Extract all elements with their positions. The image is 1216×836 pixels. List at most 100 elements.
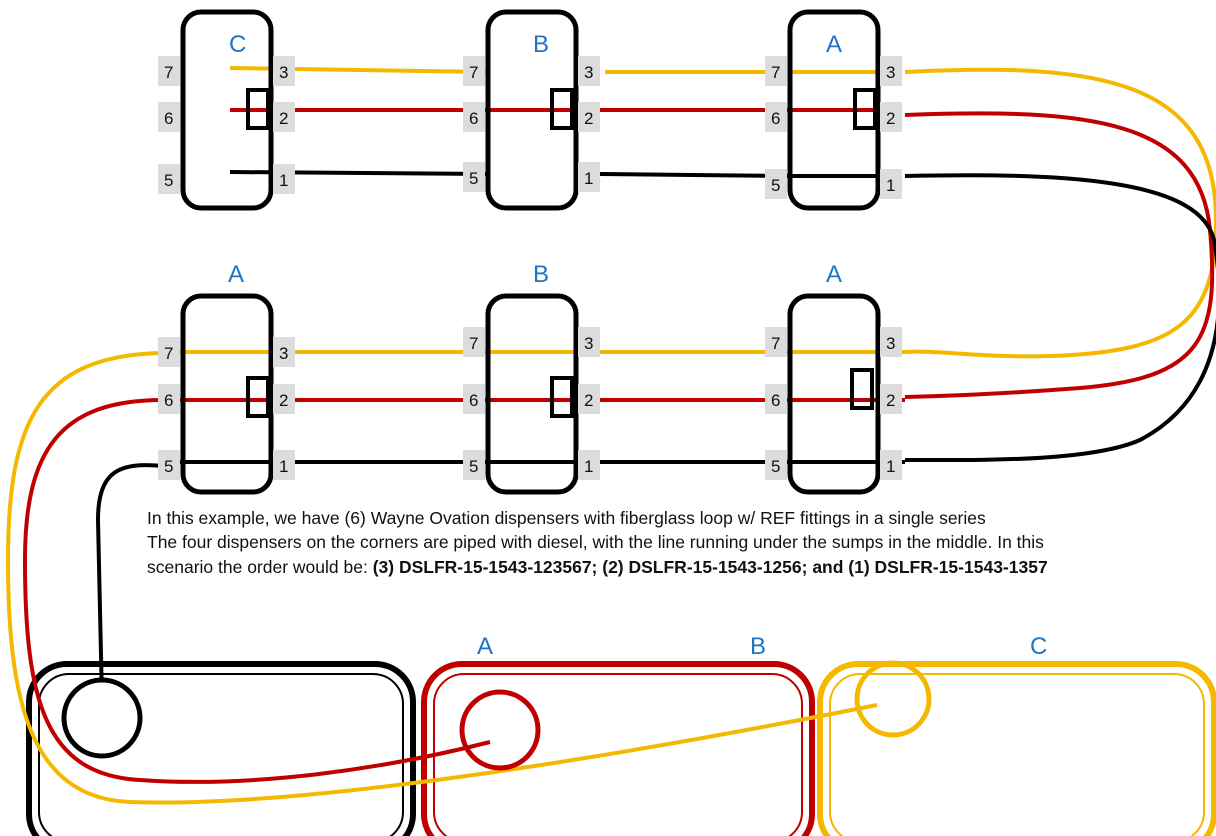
pin-box-left xyxy=(463,56,485,86)
dispenser-letter: A xyxy=(826,261,842,288)
pin-label-left: 6 xyxy=(469,109,478,128)
dispenser-body xyxy=(180,293,274,495)
pin-box-left xyxy=(765,56,787,86)
top-row-lines xyxy=(229,66,880,178)
pin-label-right: 3 xyxy=(584,334,593,353)
caption-line-3-prefix: scenario the order would be: xyxy=(147,557,373,577)
dispenser-c-top-0: C 7 3 6 2 5 1 xyxy=(158,9,295,211)
pin-label-right: 2 xyxy=(886,109,895,128)
pin-box-right xyxy=(578,162,600,192)
pin-label-right: 1 xyxy=(584,457,593,476)
dispenser-body xyxy=(485,9,579,211)
pin-box-left xyxy=(463,384,485,414)
pin-box-left xyxy=(158,102,180,132)
pin-box-left xyxy=(463,102,485,132)
pin-box-right xyxy=(880,102,902,132)
caption-line-2: The four dispensers on the corners are p… xyxy=(147,532,1044,552)
valve-bracket xyxy=(246,376,270,418)
pin-box-left xyxy=(463,327,485,357)
black-return-line xyxy=(95,463,164,701)
dispenser-letter: C xyxy=(229,31,246,58)
pin-label-left: 5 xyxy=(469,169,478,188)
caption-order-list: (3) DSLFR-15-1543-123567; (2) DSLFR-15-1… xyxy=(372,557,1048,577)
pin-label-right: 2 xyxy=(279,391,288,410)
pin-label-right: 3 xyxy=(886,63,895,82)
dispenser-body xyxy=(485,293,579,495)
pin-label-right: 2 xyxy=(584,109,593,128)
pin-label-right: 1 xyxy=(279,457,288,476)
valve-bracket xyxy=(853,88,877,130)
dispenser-letter: A xyxy=(228,261,244,288)
pin-label-left: 5 xyxy=(164,171,173,190)
pin-label-left: 7 xyxy=(469,63,478,82)
pin-label-right: 2 xyxy=(886,391,895,410)
pin-box-left xyxy=(765,102,787,132)
pin-label-left: 6 xyxy=(164,109,173,128)
pin-box-left xyxy=(765,169,787,199)
pin-label-right: 1 xyxy=(279,171,288,190)
valve-bracket xyxy=(550,376,574,418)
valve-bracket xyxy=(246,88,270,130)
red-return-line xyxy=(22,398,491,784)
tank-label-c: C xyxy=(1030,633,1047,660)
dispenser-b-bottom-4: B 7 3 6 2 5 1 xyxy=(463,261,600,495)
tank-port-black xyxy=(61,677,143,759)
dispenser-letter: A xyxy=(826,31,842,58)
dispenser-body xyxy=(787,9,881,211)
pin-label-left: 6 xyxy=(771,391,780,410)
tank-port-red xyxy=(459,689,541,771)
pin-box-right xyxy=(273,102,295,132)
pin-box-right xyxy=(273,164,295,194)
pin-label-left: 7 xyxy=(771,334,780,353)
pin-box-right xyxy=(273,450,295,480)
pin-label-left: 7 xyxy=(469,334,478,353)
red-loop-right xyxy=(904,111,1215,399)
pin-label-right: 1 xyxy=(886,176,895,195)
valve-bracket xyxy=(550,88,574,130)
pin-label-right: 3 xyxy=(886,334,895,353)
pin-box-left xyxy=(158,164,180,194)
yellow-return-line xyxy=(5,351,878,805)
tank-label-a: A xyxy=(477,633,493,660)
dispenser-body xyxy=(787,293,881,495)
pin-label-left: 5 xyxy=(164,457,173,476)
pin-label-left: 5 xyxy=(771,176,780,195)
pin-box-right xyxy=(578,384,600,414)
pin-box-left xyxy=(158,56,180,86)
valve-bracket xyxy=(850,368,874,410)
pin-box-right xyxy=(273,384,295,414)
pin-box-right xyxy=(273,56,295,86)
pin-label-right: 2 xyxy=(279,109,288,128)
pin-label-left: 6 xyxy=(771,109,780,128)
pin-box-left xyxy=(463,162,485,192)
dispenser-letter: B xyxy=(533,31,549,58)
pin-box-right xyxy=(578,102,600,132)
pin-label-right: 2 xyxy=(584,391,593,410)
pin-box-right xyxy=(578,327,600,357)
pin-label-left: 7 xyxy=(771,63,780,82)
dispenser-letter: B xyxy=(533,261,549,288)
pin-label-right: 3 xyxy=(279,63,288,82)
pin-box-left xyxy=(158,337,180,367)
pin-box-right xyxy=(880,169,902,199)
tank-yellow xyxy=(817,661,1216,836)
pin-box-right xyxy=(880,450,902,480)
pin-label-left: 5 xyxy=(469,457,478,476)
caption-line-3: scenario the order would be: (3) DSLFR-1… xyxy=(147,555,1216,579)
dispenser-body xyxy=(180,9,274,211)
pin-box-right xyxy=(273,337,295,367)
pin-box-right xyxy=(578,450,600,480)
pin-label-left: 7 xyxy=(164,63,173,82)
pin-label-left: 6 xyxy=(469,391,478,410)
pin-box-right xyxy=(880,56,902,86)
pin-label-right: 1 xyxy=(886,457,895,476)
pin-label-right: 1 xyxy=(584,169,593,188)
pin-label-right: 3 xyxy=(279,344,288,363)
pin-label-left: 6 xyxy=(164,391,173,410)
